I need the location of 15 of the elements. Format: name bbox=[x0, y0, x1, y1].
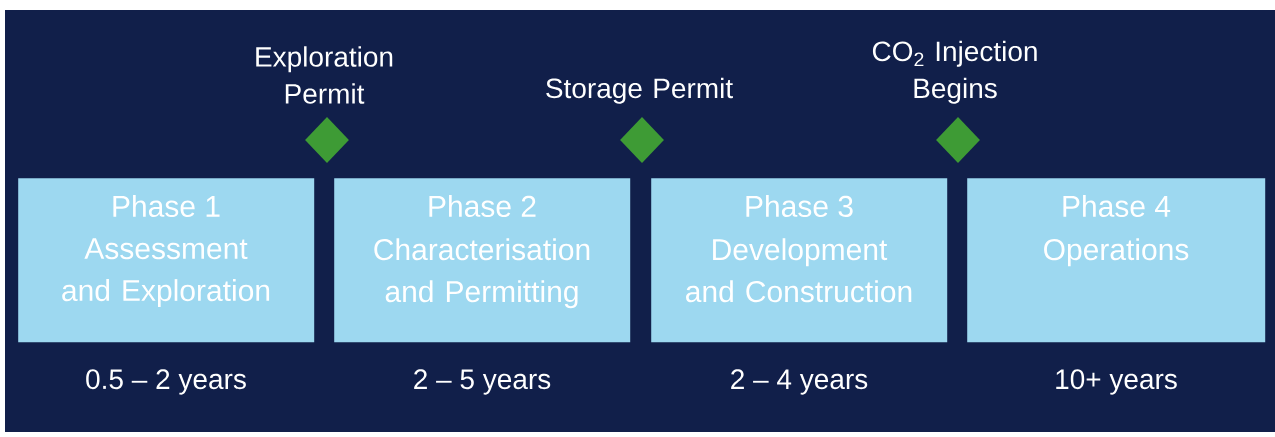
phase-description: Characterisation and Permitting bbox=[374, 238, 590, 309]
duration-label: 10+ years bbox=[1056, 369, 1177, 395]
duration-label: 2 – 5 years bbox=[414, 369, 551, 395]
phase-description: Operations bbox=[1044, 238, 1189, 267]
duration-label: 0.5 – 2 years bbox=[86, 369, 246, 395]
phase-heading: Phase 4 bbox=[1063, 195, 1171, 218]
milestone-label: Storage Permit bbox=[546, 77, 733, 104]
phase-description: Development and Construction bbox=[686, 238, 912, 303]
milestone-label: Exploration Permit bbox=[256, 46, 393, 104]
phase-heading: Phase 3 bbox=[746, 195, 853, 218]
phase-heading: Phase 1 bbox=[113, 195, 220, 218]
duration-label: 2 – 4 years bbox=[731, 369, 868, 395]
phase-heading: Phase 2 bbox=[429, 195, 536, 218]
phase-description: Assessment and Exploration bbox=[62, 238, 270, 308]
milestone-label: CO$_{2}$ Injection Begins bbox=[872, 40, 1037, 104]
